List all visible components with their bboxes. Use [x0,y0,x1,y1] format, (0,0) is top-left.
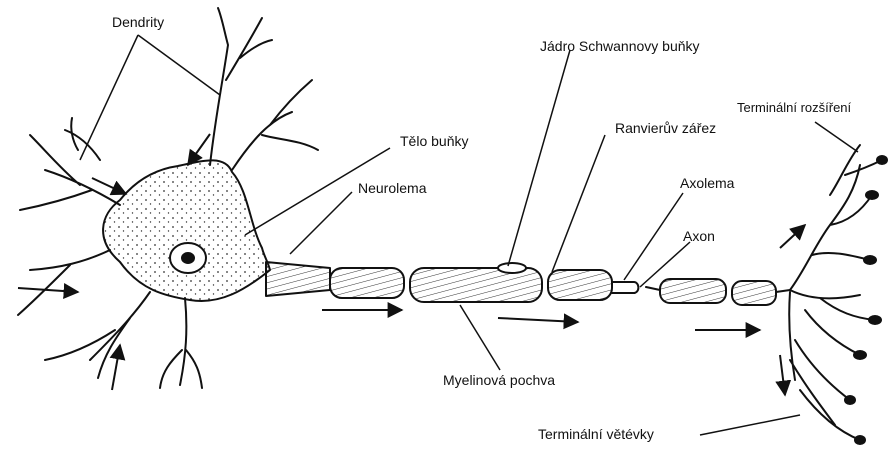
label-terminal-buttons: Terminální rozšíření [737,100,851,115]
axon-hillock [266,262,330,296]
label-myelin-sheath: Myelinová pochva [443,372,555,388]
label-ranvier-node: Ranvierův zářez [615,120,716,136]
cell-body [103,160,270,301]
label-dendrites: Dendrity [112,14,164,30]
label-neurolemma: Neurolema [358,180,426,196]
label-axon: Axon [683,228,715,244]
axon-core [612,282,638,293]
label-schwann-nucleus: Jádro Schwannovy buňky [540,38,700,54]
schwann-nucleus-shape [498,263,526,273]
label-axolemma: Axolema [680,175,734,191]
terminal-branches-drawing [789,145,887,444]
myelin-segments [330,268,776,305]
label-cell-body: Tělo buňky [400,133,468,149]
label-terminal-branches: Terminální větévky [538,426,654,442]
